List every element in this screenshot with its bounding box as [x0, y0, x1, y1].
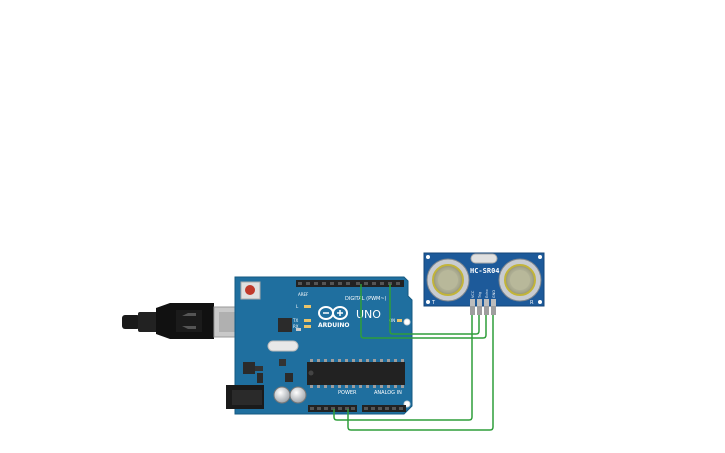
mounting-hole	[403, 318, 411, 326]
wire-vcc[interactable]	[333, 315, 473, 421]
power-header[interactable]	[308, 405, 357, 412]
smd-component	[285, 373, 293, 382]
wires	[333, 284, 494, 431]
wire-trig[interactable]	[389, 284, 480, 335]
sensor-name-label: HC-SR04	[470, 267, 500, 275]
pin-label-echo: Echo	[485, 290, 489, 299]
mounting-hole	[538, 300, 542, 304]
pin-label-gnd: GND	[492, 290, 496, 298]
digital-label: DIGITAL (PWM~)	[345, 296, 387, 302]
rx-led	[304, 325, 311, 328]
digital-header[interactable]	[296, 280, 404, 287]
pin-label-vcc: VCC	[471, 290, 475, 298]
smd-component	[279, 359, 286, 366]
sensor-pin-header[interactable]	[470, 299, 496, 315]
capacitor	[289, 386, 307, 404]
arduino-logo	[318, 306, 348, 320]
usb-interface-chip	[278, 318, 292, 332]
sensor-crystal	[470, 253, 498, 264]
capacitor	[273, 386, 291, 404]
transmitter-marker: T	[431, 300, 436, 306]
l-label: L	[296, 304, 299, 309]
pin-label-trig: Trig	[478, 292, 482, 299]
analog-label: ANALOG IN	[374, 390, 402, 396]
on-label: ON	[389, 318, 395, 323]
aref-label: AREF	[298, 292, 309, 297]
mounting-hole	[426, 300, 430, 304]
wire-gnd[interactable]	[347, 315, 494, 431]
power-jack[interactable]	[226, 385, 264, 409]
mounting-hole	[538, 255, 542, 259]
rx-label: RX	[293, 324, 299, 329]
reset-button[interactable]	[240, 281, 261, 300]
wire-echo[interactable]	[360, 284, 487, 339]
voltage-regulator	[243, 362, 255, 374]
receiver-transducer	[498, 258, 542, 302]
on-led	[397, 319, 402, 322]
atmega-microcontroller	[307, 359, 405, 388]
uno-model-text: UNO	[356, 308, 381, 321]
tx-led	[304, 319, 311, 322]
tx-label: TX	[292, 318, 298, 323]
arduino-uno-board[interactable]: AREF DIGITAL (PWM~) L TX RX ON ARDUINO U…	[226, 276, 413, 415]
power-label: POWER	[338, 390, 357, 396]
smd-component	[257, 373, 263, 383]
smd-component	[296, 328, 301, 331]
l-led	[304, 305, 311, 308]
receiver-marker: R	[530, 300, 534, 306]
hc-sr04-sensor[interactable]: HC-SR04 T R VCC Trig Echo GND	[423, 252, 545, 315]
arduino-logo-text: ARDUINO	[318, 322, 349, 329]
analog-header[interactable]	[362, 405, 406, 412]
mounting-hole	[426, 255, 430, 259]
crystal-oscillator	[267, 340, 299, 352]
transmitter-transducer	[426, 258, 470, 302]
